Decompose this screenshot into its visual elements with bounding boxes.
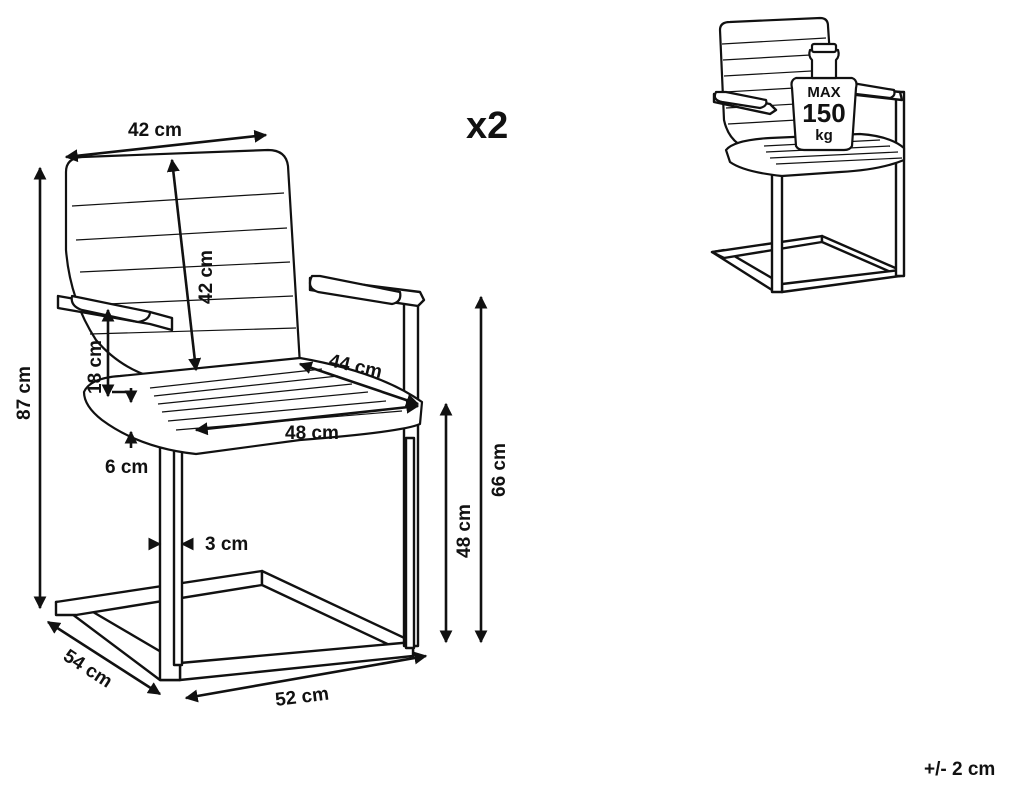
label-seat-height: 48 cm xyxy=(454,504,475,558)
max-load-line1: MAX xyxy=(807,84,840,101)
tolerance-label: +/- 2 cm xyxy=(924,759,995,780)
label-frame-thickness: 3 cm xyxy=(205,534,248,555)
armrests xyxy=(56,274,426,332)
max-load-chair-drawing: MAX 150 kg xyxy=(710,16,906,294)
main-chair-drawing xyxy=(54,148,426,682)
max-load-line2: 150 xyxy=(802,98,845,128)
seat-depth-arrow xyxy=(298,361,420,407)
label-armrest-floor-height: 66 cm xyxy=(489,443,510,497)
base-width-arrow xyxy=(184,651,428,703)
seat-width-arrow xyxy=(194,400,420,436)
label-backrest-height: 42 cm xyxy=(196,250,217,304)
label-base-width: 52 cm xyxy=(274,684,330,711)
label-seat-thickness: 6 cm xyxy=(105,457,148,478)
dimension-lines xyxy=(33,129,488,703)
label-armrest-height: 18 cm xyxy=(85,340,106,394)
backrest-width-arrow xyxy=(64,129,268,163)
base-depth-arrow xyxy=(46,620,162,696)
label-total-height: 87 cm xyxy=(14,366,35,420)
label-backrest-width: 42 cm xyxy=(128,120,182,141)
max-load-line3: kg xyxy=(815,127,833,144)
backrest-height-arrow xyxy=(166,158,202,372)
quantity-label: x2 xyxy=(466,105,508,147)
label-seat-width: 48 cm xyxy=(285,423,339,444)
label-base-depth: 54 cm xyxy=(59,646,116,693)
